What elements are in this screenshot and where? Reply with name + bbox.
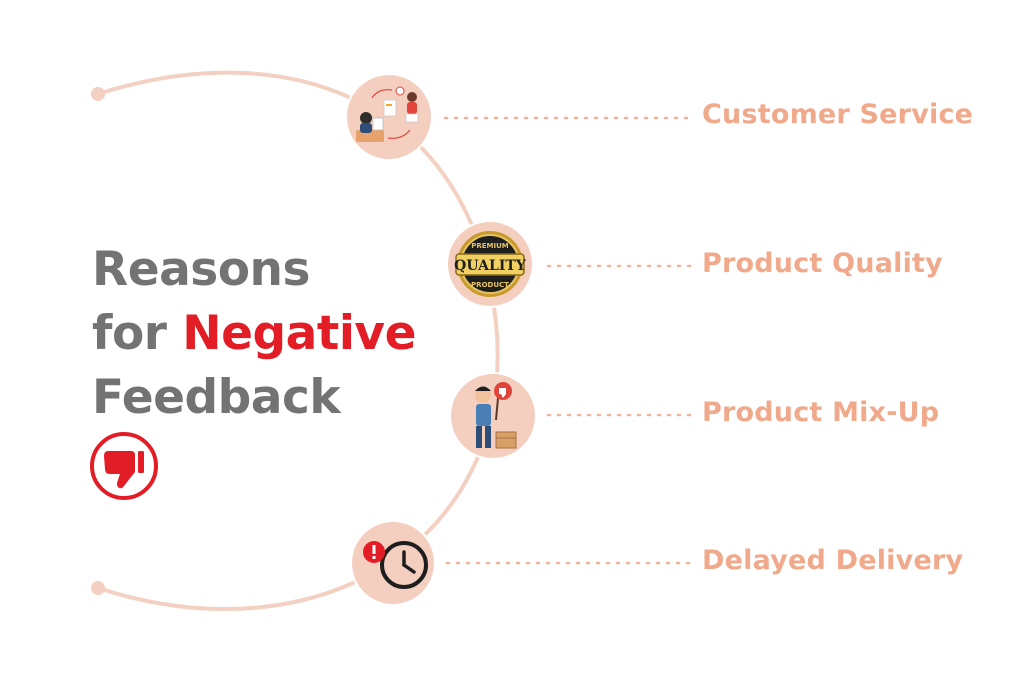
customer-service-icon (345, 73, 433, 161)
badge-top-text: PREMIUM (471, 242, 509, 250)
label-product-mix-up: Product Mix-Up (702, 397, 940, 428)
thumbs-down-icon (90, 432, 158, 500)
quality-badge-icon: QUALITY PREMIUM PRODUCT (446, 220, 534, 308)
timeline-arc (97, 70, 500, 611)
diagram-title: Reasons for Negative Feedback (92, 238, 416, 430)
title-line-2-prefix: for (92, 306, 183, 361)
arc-end-dot-bottom (91, 581, 105, 595)
badge-bottom-text: PRODUCT (471, 281, 509, 289)
arc-end-dot-top (91, 87, 105, 101)
label-product-quality: Product Quality (702, 248, 943, 279)
clock-alert-icon (350, 520, 436, 606)
badge-quality-text: QUALITY (454, 258, 527, 274)
angry-customer-icon (449, 372, 537, 460)
title-accent-word: Negative (182, 306, 416, 361)
title-line-3: Feedback (92, 370, 341, 425)
label-customer-service: Customer Service (702, 99, 974, 130)
label-delayed-delivery: Delayed Delivery (702, 545, 964, 576)
title-line-1: Reasons (92, 242, 310, 297)
title-line-2: for Negative (92, 302, 416, 366)
